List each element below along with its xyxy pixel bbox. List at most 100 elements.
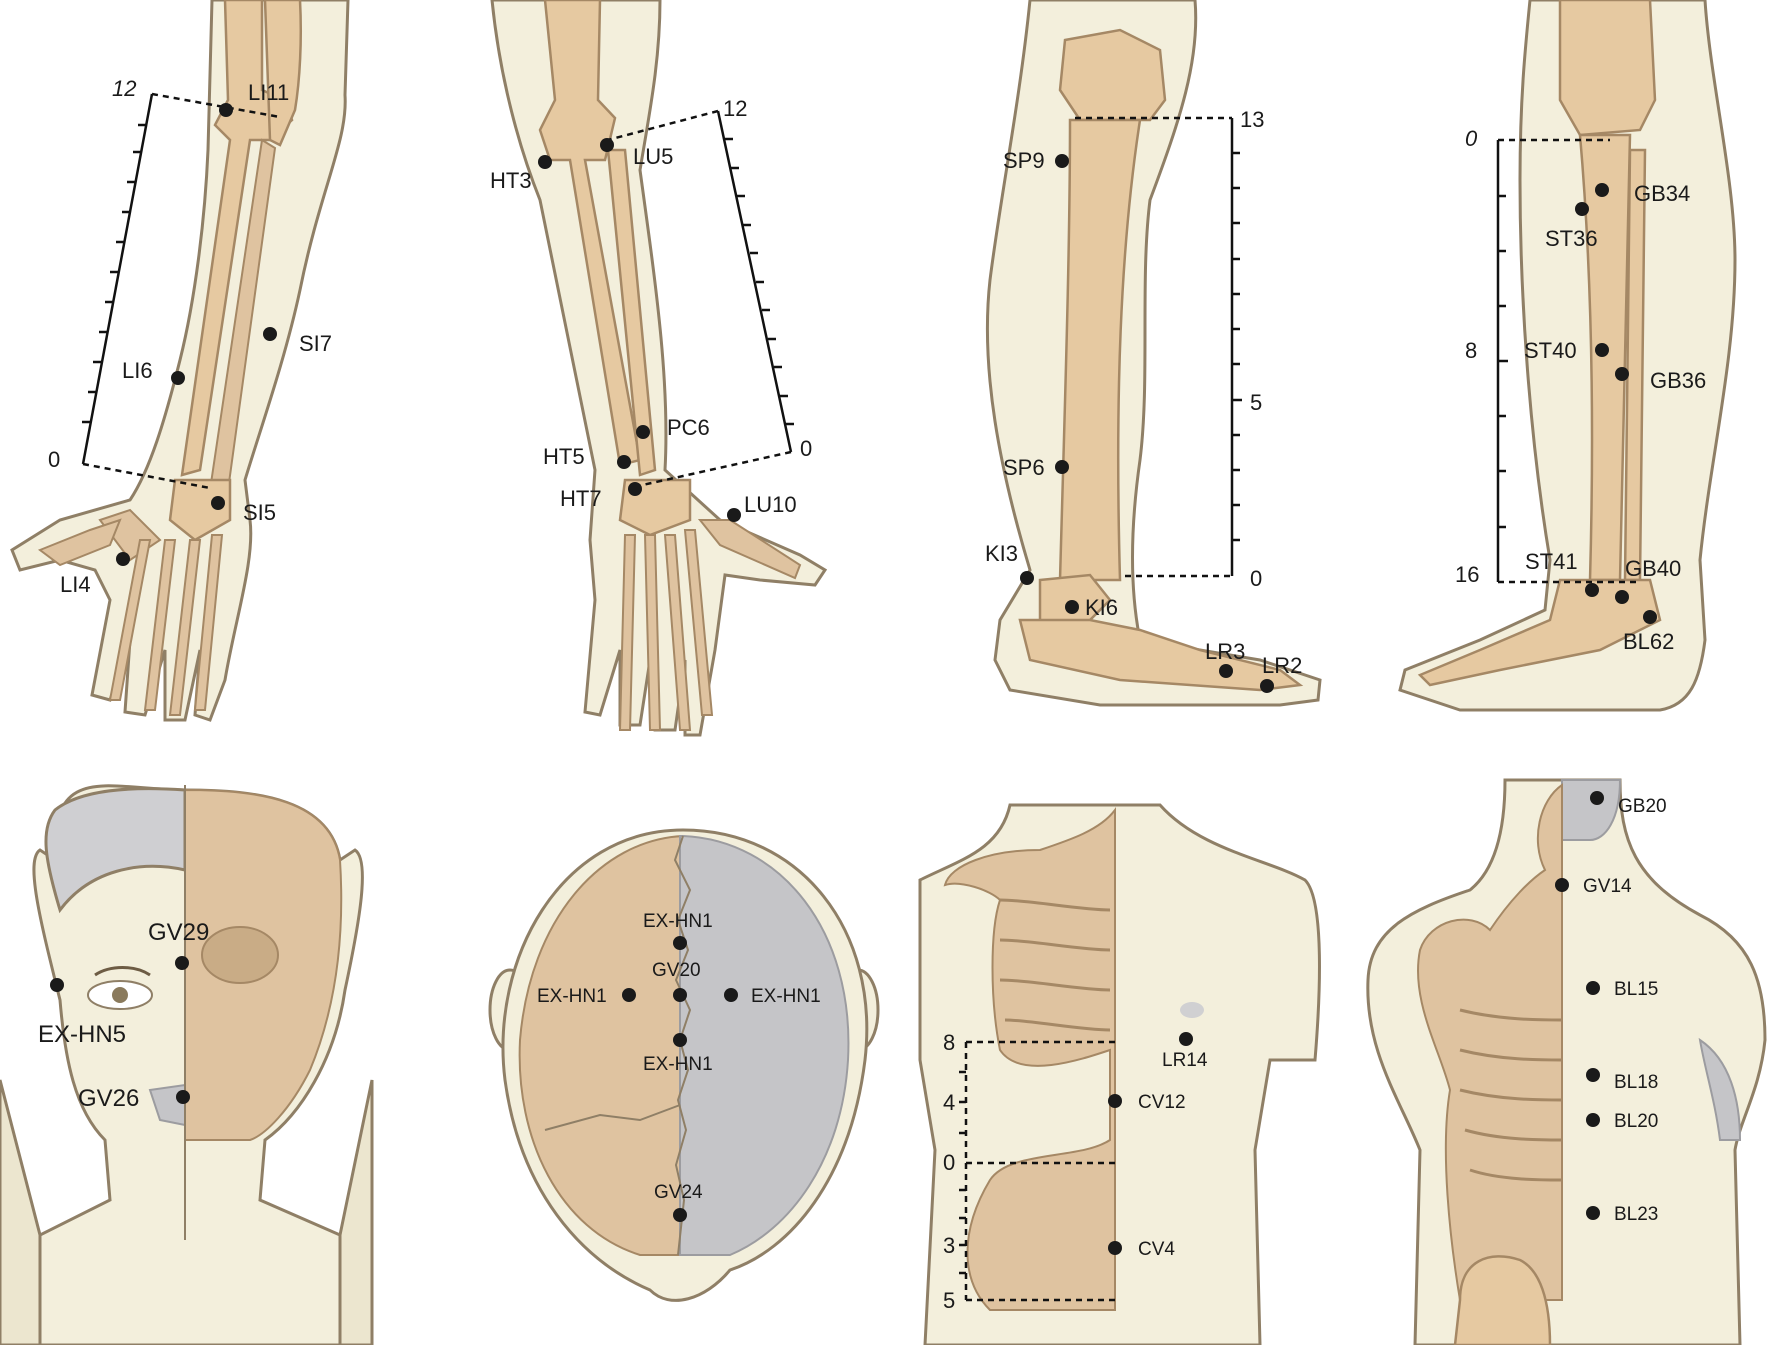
forearm-anterior-panel: 12 0 HT3 LU5 PC6 HT5 HT7 LU10 (490, 0, 828, 737)
scale-label: 4 (943, 1090, 955, 1115)
acupoint-marker (673, 936, 687, 950)
acupoint-marker (1065, 600, 1079, 614)
acupoint-label: EX-HN1 (643, 1054, 713, 1075)
leg-medial-panel: 13 5 0 SP9 SP6 KI3 KI6 LR3 LR2 (985, 0, 1322, 707)
acupoint-label: EX-HN5 (38, 1021, 126, 1048)
scale-label: 8 (943, 1030, 955, 1055)
acupoint-label: BL62 (1623, 629, 1674, 654)
acupoint-marker (176, 1090, 190, 1104)
acupoint-label: BL20 (1614, 1111, 1658, 1132)
acupoint-label: SP9 (1003, 148, 1045, 173)
acupoint-label: LR2 (1262, 653, 1302, 678)
scale-label-bottom: 0 (1250, 566, 1262, 591)
acupoint-label: LU5 (633, 144, 673, 169)
acupoint-marker (1615, 590, 1629, 604)
acupoint-marker (171, 371, 185, 385)
acupoint-label: GB34 (1634, 181, 1690, 206)
acupoint-marker (1575, 202, 1589, 216)
acupoint-marker (617, 455, 631, 469)
scale-label-top: 12 (723, 96, 747, 121)
acupoint-marker (1260, 679, 1274, 693)
torso-front-panel: 8 4 0 3 5 LR14 CV12 CV4 (918, 803, 1321, 1345)
acupoint-label: CV12 (1138, 1092, 1186, 1113)
acupoint-label: KI6 (1085, 595, 1118, 620)
acupoint-marker (1643, 610, 1657, 624)
acupoint-marker (175, 956, 189, 970)
acupoint-marker (1555, 878, 1569, 892)
acupoint-marker (50, 978, 64, 992)
acupoint-label: CV4 (1138, 1239, 1175, 1260)
acupoint-label: SP6 (1003, 455, 1045, 480)
acupoint-marker (636, 425, 650, 439)
acupoint-label: EX-HN1 (643, 911, 713, 932)
scale-label: 5 (943, 1288, 955, 1313)
acupoint-label: HT3 (490, 168, 532, 193)
acupoint-marker (1595, 343, 1609, 357)
scale-label-top: 0 (1465, 126, 1478, 151)
acupoint-marker (1590, 791, 1604, 805)
acupoint-marker (1586, 1068, 1600, 1082)
scale-label-bottom: 0 (800, 436, 812, 461)
acupoint-label: LU10 (744, 492, 797, 517)
acupoint-marker (622, 988, 636, 1002)
acupoint-label: LI11 (248, 80, 289, 105)
acupoint-label: GB36 (1650, 368, 1706, 393)
acupoint-label: BL23 (1614, 1204, 1658, 1225)
acupoint-label: ST36 (1545, 226, 1598, 251)
acupoint-label: ST40 (1524, 338, 1577, 363)
scale-label-bottom: 0 (48, 447, 60, 472)
acupoint-label: HT7 (560, 486, 602, 511)
acupoint-marker (1615, 367, 1629, 381)
acupoint-marker (600, 138, 614, 152)
acupoint-marker (1586, 981, 1600, 995)
acupoint-label: ST41 (1525, 549, 1578, 574)
acupoint-marker (219, 103, 233, 117)
acupoint-marker (673, 988, 687, 1002)
acupoint-label: KI3 (985, 541, 1018, 566)
acupoint-marker (211, 496, 225, 510)
acupoint-label: GV20 (652, 960, 701, 981)
acupoint-label: SI5 (243, 500, 276, 525)
acupoint-label: EX-HN1 (537, 986, 607, 1007)
acupoint-marker (673, 1033, 687, 1047)
acupoint-marker (724, 988, 738, 1002)
acupoint-marker (538, 155, 552, 169)
acupoint-marker (1020, 571, 1034, 585)
acupoint-label: GB20 (1618, 796, 1667, 817)
scale-label-mid: 5 (1250, 390, 1262, 415)
scale-label: 3 (943, 1233, 955, 1258)
acupoint-label: SI7 (299, 331, 332, 356)
acupoint-marker (116, 552, 130, 566)
acupoint-label: HT5 (543, 444, 585, 469)
leg-lateral-panel: 0 8 16 GB34 ST36 ST40 GB36 ST41 GB40 BL6… (1398, 0, 1737, 712)
acupoint-marker (1108, 1241, 1122, 1255)
acupoint-label: BL18 (1614, 1072, 1658, 1093)
forearm-posterior-panel: 12 0 LI11 SI7 LI6 SI5 LI4 (10, 0, 350, 722)
scale-label-bottom: 16 (1455, 562, 1479, 587)
acupoint-marker (1595, 183, 1609, 197)
acupoint-marker (1585, 583, 1599, 597)
face-panel: GV29 EX-HN5 GV26 (0, 784, 374, 1345)
acupoint-marker (263, 327, 277, 341)
acupoint-label: GV29 (148, 919, 209, 946)
acupoint-label: GV26 (78, 1085, 139, 1112)
head-top-panel: EX-HN1 GV20 EX-HN1 EX-HN1 EX-HN1 GV24 (488, 828, 880, 1302)
acupoint-label: LR3 (1205, 639, 1245, 664)
acupoint-marker (673, 1208, 687, 1222)
scale-label: 0 (943, 1150, 955, 1175)
scale-label-top: 12 (112, 76, 136, 101)
acupoint-label: GB40 (1625, 556, 1681, 581)
scale-label-mid: 8 (1465, 338, 1477, 363)
acupoint-label: LI4 (60, 572, 91, 597)
acupoint-marker (1586, 1113, 1600, 1127)
acupoint-marker (1055, 154, 1069, 168)
acupoint-label: BL15 (1614, 979, 1658, 1000)
acupoint-marker (1219, 664, 1233, 678)
acupoint-marker (727, 508, 741, 522)
acupoint-marker (1179, 1032, 1193, 1046)
acupoint-label: GV24 (654, 1182, 703, 1203)
acupoint-label: LR14 (1162, 1050, 1208, 1071)
acupoint-label: EX-HN1 (751, 986, 821, 1007)
acupoint-label: PC6 (667, 415, 710, 440)
